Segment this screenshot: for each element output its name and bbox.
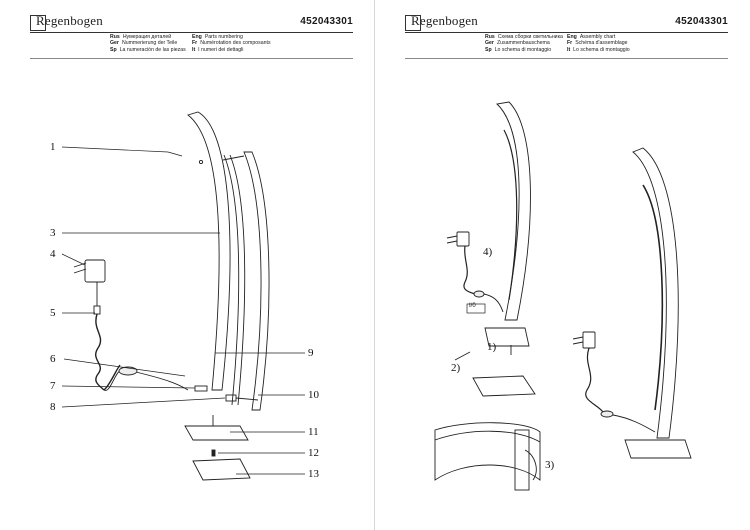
leader-lines <box>61 146 305 475</box>
brand-name: Regenbogen <box>411 13 478 28</box>
step-3-label: 3) <box>545 459 555 471</box>
brand-logo: Regenbogen <box>30 12 120 34</box>
article-code: 452043301 <box>300 16 353 27</box>
header-divider-2 <box>405 58 728 59</box>
callout-4: 4 <box>50 248 56 260</box>
callout-6: 6 <box>50 353 56 365</box>
connector-parts <box>194 385 259 402</box>
brand-name: Regenbogen <box>36 13 103 28</box>
callout-13: 13 <box>308 468 319 480</box>
assembly-drawing <box>434 101 692 491</box>
header-divider <box>30 32 353 33</box>
article-code: 452043301 <box>675 16 728 27</box>
callout-5: 5 <box>50 307 56 319</box>
callout-7: 7 <box>50 380 56 392</box>
assembled-lamp <box>624 147 692 459</box>
callout-9: 9 <box>308 347 314 359</box>
callout-8: 8 <box>50 401 56 413</box>
lamp-arm-step1 <box>484 101 531 347</box>
exploded-view-drawing <box>61 111 305 481</box>
lamp-arm <box>187 111 270 411</box>
callout-10: 10 <box>308 389 319 401</box>
page-spine <box>374 0 375 530</box>
callout-12: 12 <box>308 447 319 459</box>
callout-1: 1 <box>50 141 56 153</box>
step-4-label: 4) <box>483 246 493 258</box>
base-plate <box>184 415 249 441</box>
switch-label: I/0 <box>469 303 476 309</box>
screw-part <box>167 151 183 157</box>
pad-part <box>192 449 251 481</box>
base-attach-step3 <box>434 422 541 491</box>
step-2-label: 2) <box>451 362 461 374</box>
brand-logo: Regenbogen <box>405 12 495 34</box>
header-divider-2 <box>30 58 353 59</box>
logo-box-icon <box>30 15 46 31</box>
callout-11: 11 <box>308 426 319 438</box>
header-divider <box>405 32 728 33</box>
callout-3: 3 <box>50 227 56 239</box>
step-1-label: 1) <box>487 341 497 353</box>
coiled-cable <box>95 313 121 391</box>
adapter-step4 <box>446 231 504 314</box>
pad-step2 <box>454 351 536 397</box>
logo-box-icon <box>405 15 421 31</box>
adapter-plug <box>73 259 106 315</box>
assembled-adapter <box>572 331 656 433</box>
